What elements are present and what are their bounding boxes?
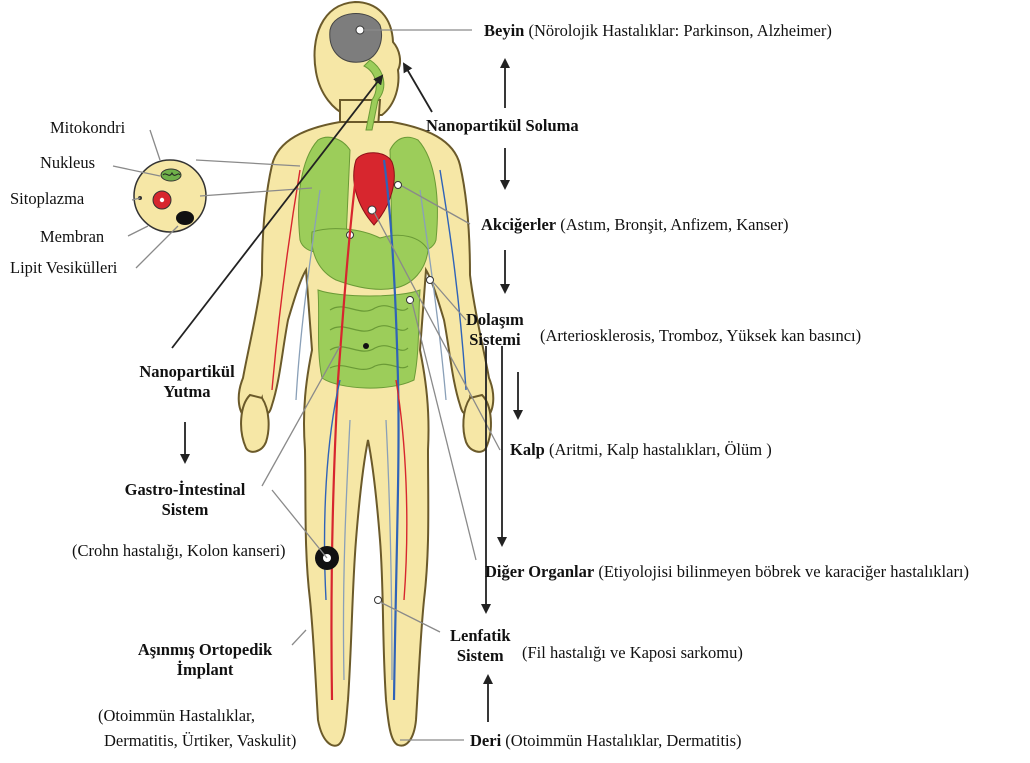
skin-desc: (Otoimmün Hastalıklar, Dermatitis) (505, 731, 741, 750)
lymphatic-name: Lenfatik Sistem (450, 626, 511, 666)
heart-name: Kalp (510, 440, 545, 459)
circulatory-marker (427, 277, 434, 284)
other-organs-desc: (Etiyolojisi bilinmeyen böbrek ve karaci… (598, 562, 969, 581)
other-organs-name: Diğer Organlar (485, 562, 594, 581)
ingestion-line2: Yutma (163, 382, 210, 401)
brain-marker (356, 26, 364, 34)
gastro-desc: (Crohn hastalığı, Kolon kanseri) (72, 541, 286, 561)
ingestion-line1: Nanopartikül (139, 362, 234, 381)
cell (134, 160, 206, 232)
implant-line2: İmplant (177, 660, 234, 679)
circulatory-name: Dolaşım Sistemi (466, 310, 524, 350)
implant-desc-1: (Otoimmün Hastalıklar, (98, 706, 255, 726)
circulatory-desc: (Arteriosklerosis, Tromboz, Yüksek kan b… (540, 326, 861, 346)
brain-name: Beyin (484, 21, 524, 40)
skin-name: Deri (470, 731, 501, 750)
ingestion-label: Nanopartikül Yutma (122, 362, 252, 402)
gastro-line1: Gastro-İntestinal (125, 480, 246, 499)
other-organs-label: Diğer Organlar (Etiyolojisi bilinmeyen b… (485, 562, 969, 582)
left-hand (241, 395, 269, 452)
heart-desc: (Aritmi, Kalp hastalıkları, Ölüm ) (549, 440, 772, 459)
implant-desc-2: Dermatitis, Ürtiker, Vaskulit) (104, 731, 296, 751)
skin-label: Deri (Otoimmün Hastalıklar, Dermatitis) (470, 731, 742, 751)
gastro-line2: Sistem (162, 500, 209, 519)
lymphatic-name-line2: Sistem (457, 646, 504, 665)
lipid-vesicle-shape (176, 211, 194, 225)
cell-label-membrane: Membran (40, 227, 104, 247)
implant-line1: Aşınmış Ortopedik (138, 640, 272, 659)
intestines (318, 290, 420, 388)
lungs-name: Akciğerler (481, 215, 556, 234)
lymphatic-desc: (Fil hastalığı ve Kaposi sarkomu) (522, 643, 743, 663)
inhalation-label: Nanopartikül Soluma (426, 116, 579, 136)
gastro-label: Gastro-İntestinal Sistem (110, 480, 260, 520)
lymphatic-name-line1: Lenfatik (450, 626, 511, 645)
circulatory-name-line2: Sistemi (469, 330, 520, 349)
brain-label: Beyin (Nörolojik Hastalıklar: Parkinson,… (484, 21, 832, 41)
cell-label-mitochondria: Mitokondri (50, 118, 125, 138)
cell-label-nucleus: Nukleus (40, 153, 95, 173)
lungs-label: Akciğerler (Astım, Bronşit, Anfizem, Kan… (481, 215, 788, 235)
brain (330, 14, 382, 63)
gi-marker (363, 343, 369, 349)
cell-label-lipid-vesicles: Lipit Vesikülleri (10, 258, 117, 278)
brain-desc: (Nörolojik Hastalıklar: Parkinson, Alzhe… (528, 21, 831, 40)
lung-marker (395, 182, 402, 189)
lungs-desc: (Astım, Bronşit, Anfizem, Kanser) (560, 215, 788, 234)
heart-label: Kalp (Aritmi, Kalp hastalıkları, Ölüm ) (510, 440, 772, 460)
inhalation-name: Nanopartikül Soluma (426, 116, 579, 135)
implant-label: Aşınmış Ortopedik İmplant (120, 640, 290, 680)
circulatory-name-line1: Dolaşım (466, 310, 524, 329)
cell-label-cytoplasm: Sitoplazma (10, 189, 84, 209)
